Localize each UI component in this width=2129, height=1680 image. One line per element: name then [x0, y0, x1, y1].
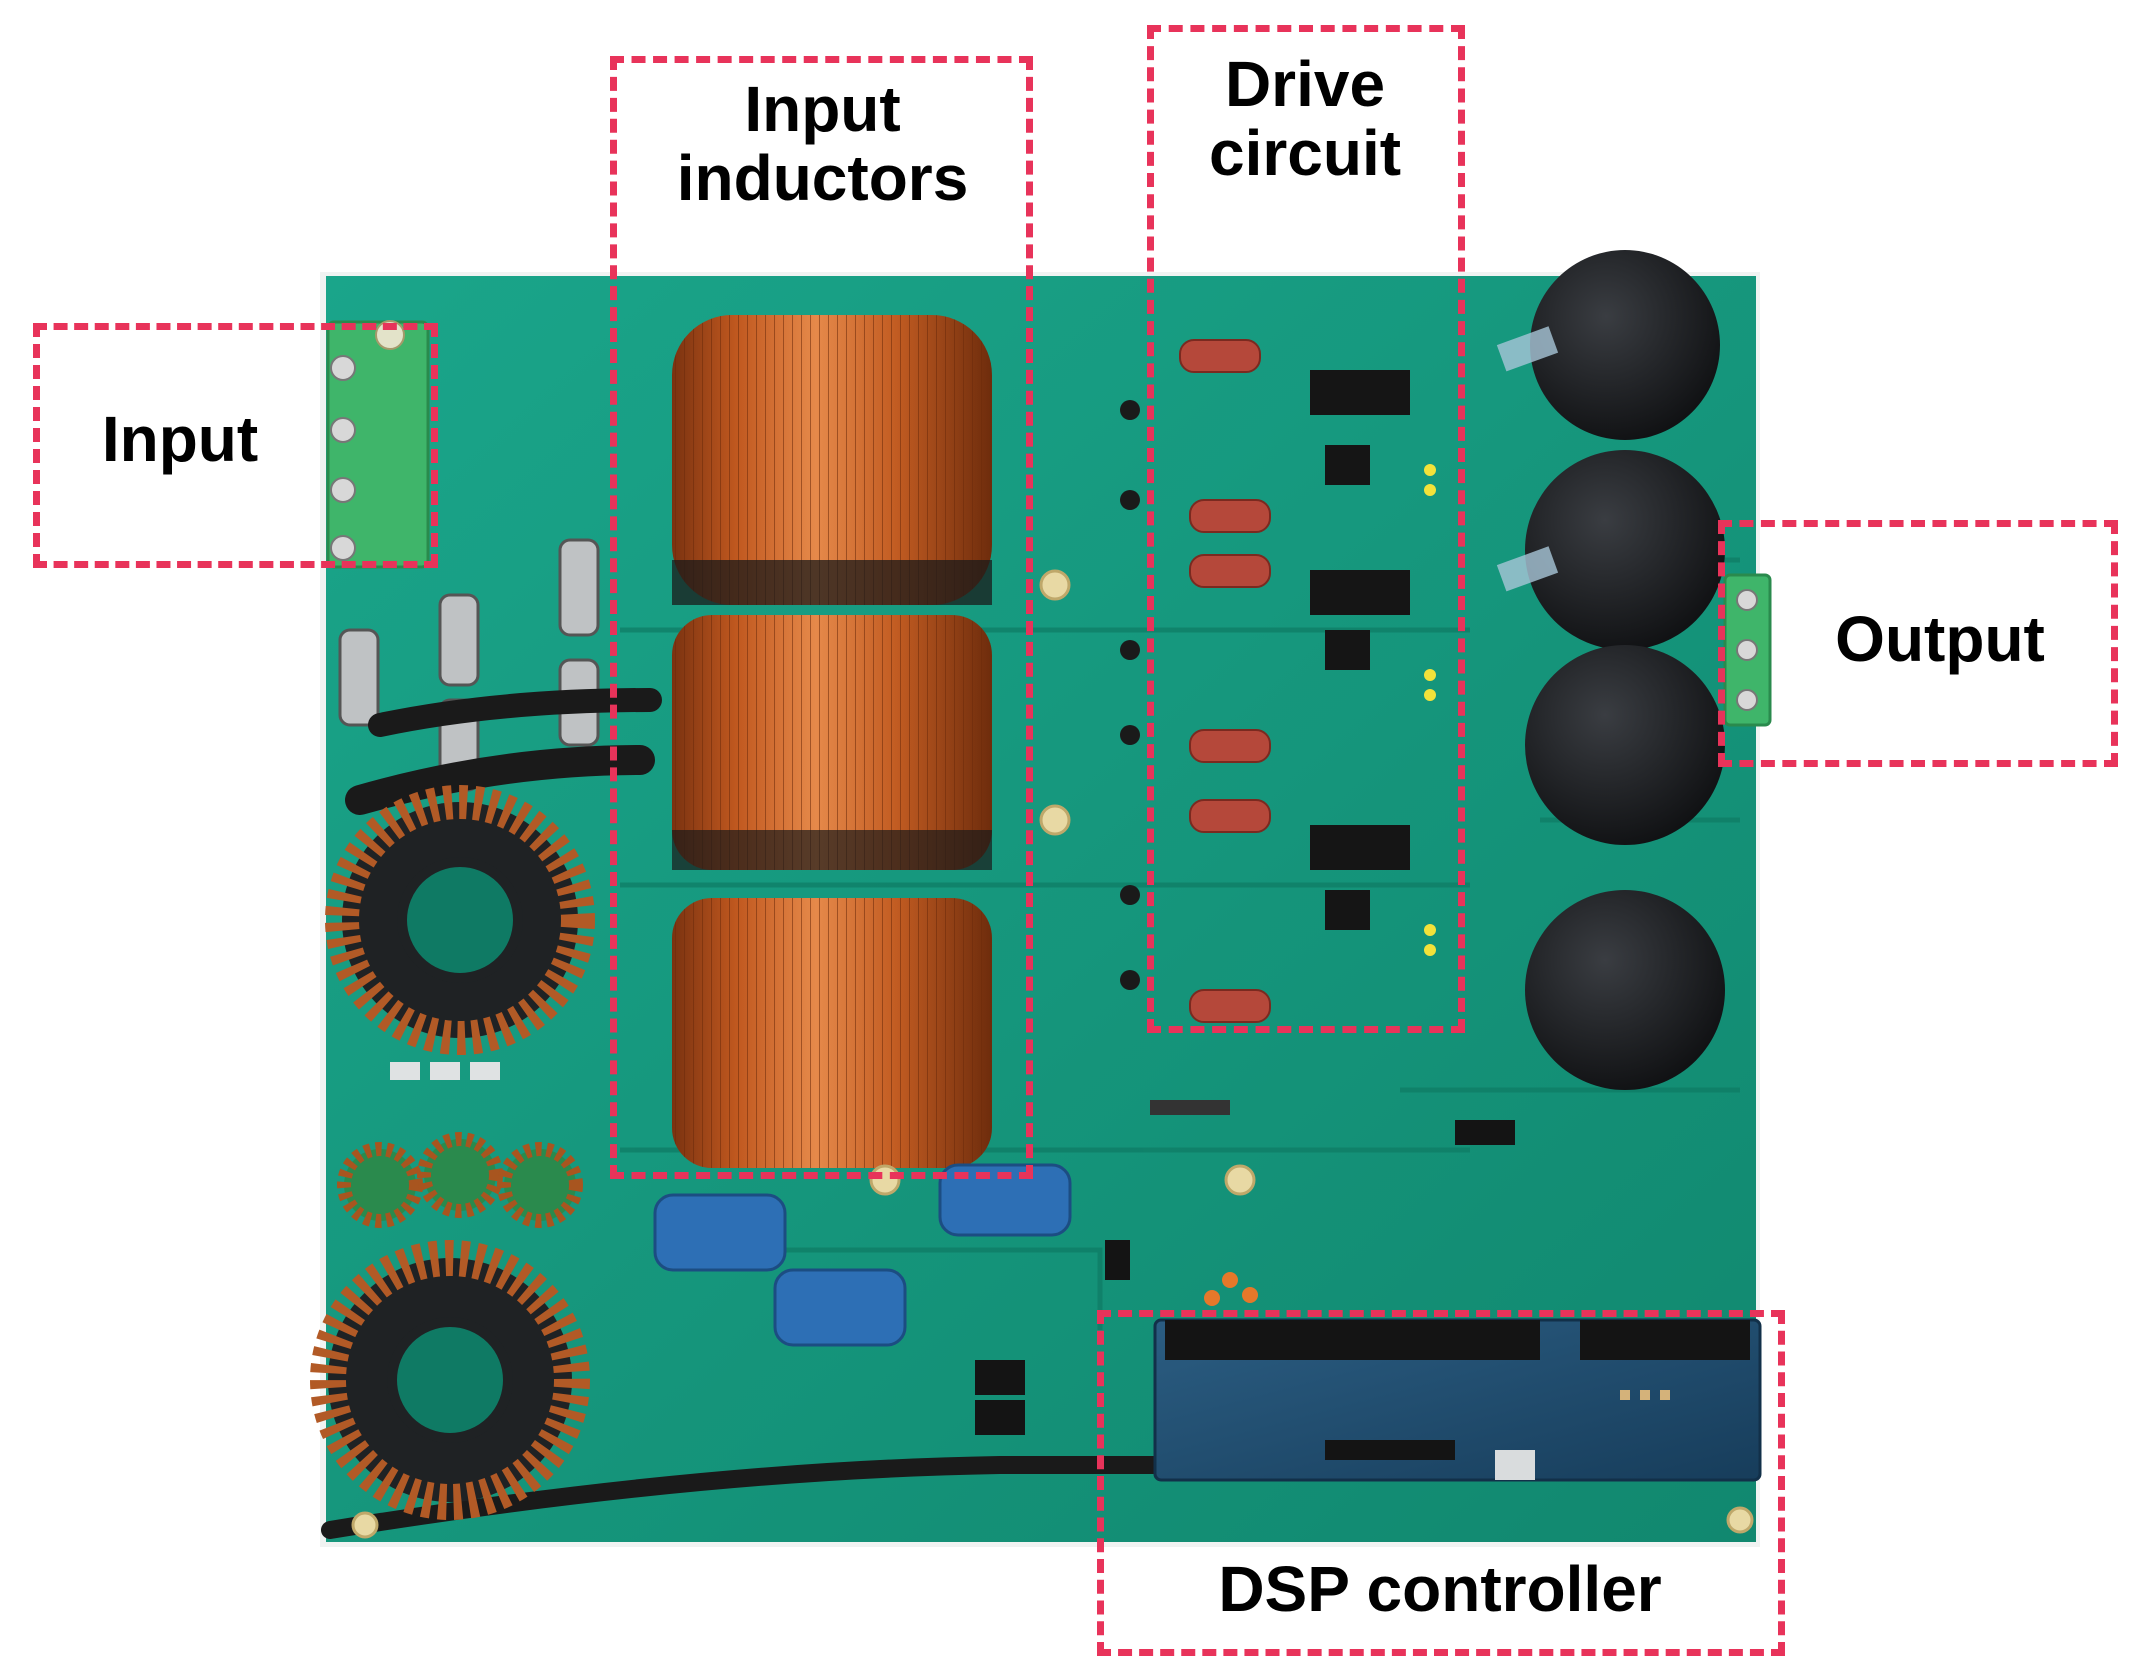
label-input-inductors: Input inductors	[676, 73, 969, 215]
callout-input	[33, 323, 438, 568]
output-capacitors	[1496, 250, 1725, 1090]
input-inductor-2	[672, 615, 992, 870]
label-output: Output	[1835, 603, 2045, 675]
input-inductor-3	[672, 898, 992, 1168]
label-dsp-controller: DSP controller	[1218, 1553, 1662, 1625]
input-inductor-1	[672, 315, 992, 605]
drive-circuit-components	[1120, 339, 1436, 1023]
smd-pads	[390, 1062, 500, 1080]
emi-toroid-lower	[310, 1240, 590, 1520]
label-input: Input	[101, 403, 259, 475]
output-terminal-block	[1723, 573, 1772, 727]
orange-parts	[1204, 1272, 1258, 1306]
current-sensors	[653, 1163, 1072, 1347]
small-inductors	[337, 1132, 583, 1228]
mounting-holes	[351, 569, 1754, 1539]
dsp-controller-board	[1153, 1318, 1762, 1482]
callout-input-inductors	[610, 56, 1033, 1179]
callout-drive-circuit	[1147, 25, 1465, 1033]
callout-output	[1718, 520, 2118, 767]
label-drive-circuit: Drive circuit	[1208, 48, 1402, 190]
emi-toroid-upper	[325, 785, 595, 1055]
control-components	[975, 1100, 1515, 1435]
callout-dsp-controller	[1097, 1310, 1785, 1656]
